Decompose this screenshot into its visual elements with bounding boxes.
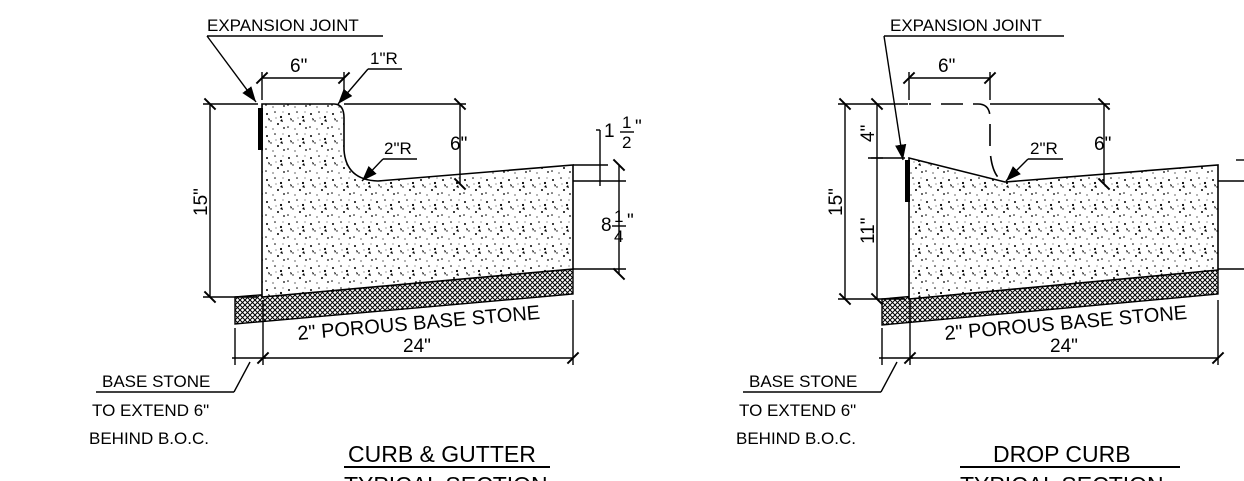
dim-15: 15": [191, 188, 212, 216]
note-base-stone-right: BASE STONE: [749, 372, 857, 391]
dim-1-whole: 1: [604, 121, 615, 142]
section-subtitle: TYPICAL SECTION: [344, 472, 548, 481]
concrete-body: [261, 103, 574, 298]
expansion-joint-label-right: EXPANSION JOINT: [890, 16, 1042, 35]
dim-6-top: 6": [290, 56, 307, 77]
dim-4: 4": [858, 125, 879, 142]
concrete-body-right: [908, 156, 1219, 300]
section-title: CURB & GUTTER: [348, 441, 536, 467]
dim-24-right: 24": [1050, 336, 1078, 357]
note-behind-boc-right: BEHIND B.O.C.: [736, 429, 856, 448]
radius-1-label: 1"R: [370, 49, 398, 68]
dashed-curb-outline: [909, 103, 1006, 183]
dim-24: 24": [403, 336, 431, 357]
curb-gutter-section: EXPANSION JOINT 6" 1"R 2"R 6" 15" 1 1: [89, 16, 642, 481]
radius-2-label-right: 2"R: [1030, 139, 1058, 158]
dim-1-half-den: 2: [622, 133, 631, 152]
dim-11: 11": [858, 218, 879, 244]
inch-mark-1: ": [635, 117, 642, 138]
note-extend-right: TO EXTEND 6": [739, 401, 856, 420]
section-title-right: DROP CURB: [993, 441, 1131, 467]
inch-mark-8: ": [627, 211, 634, 232]
dim-6-right-right: 6": [1094, 134, 1111, 155]
note-extend: TO EXTEND 6": [92, 401, 209, 420]
dim-15-right: 15": [826, 188, 847, 216]
expansion-joint-bar-right: [905, 160, 910, 202]
dim-1-half-num: 1: [622, 113, 631, 132]
dim-8-quarter-num: 1: [614, 207, 623, 226]
drop-curb-section: EXPANSION JOINT 6" 2"R 6" 15" 4" 11" 2" …: [736, 16, 1244, 481]
section-subtitle-right: TYPICAL SECTION: [960, 472, 1164, 481]
note-base-stone: BASE STONE: [102, 372, 210, 391]
dim-6-top-right: 6": [938, 56, 955, 77]
dim-8-whole: 8: [601, 215, 612, 236]
note-behind-boc: BEHIND B.O.C.: [89, 429, 209, 448]
dim-8-quarter-den: 4: [614, 227, 623, 246]
radius-2-label: 2"R: [384, 139, 412, 158]
dim-6-right: 6": [450, 134, 467, 155]
expansion-joint-bar: [258, 108, 263, 150]
expansion-joint-label: EXPANSION JOINT: [207, 16, 359, 35]
